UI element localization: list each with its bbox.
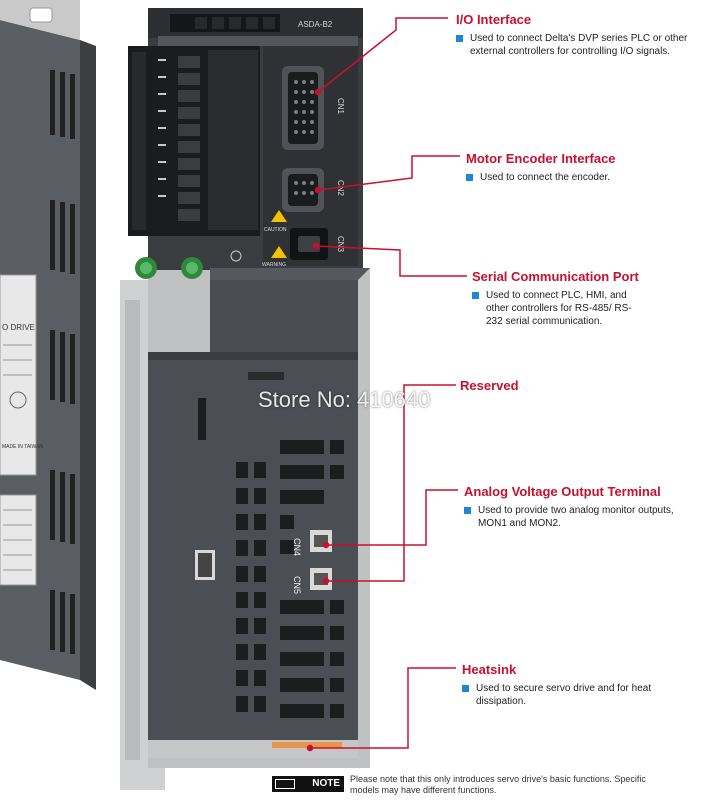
callout-io-interface: I/O Interface Used to connect Delta's DV…: [456, 12, 696, 58]
port-label-cn4: CN4: [292, 538, 302, 556]
warning-label: WARNING: [262, 262, 286, 268]
callout-title: Reserved: [460, 378, 519, 393]
bullet-square-icon: [464, 507, 471, 514]
port-label-cn2: CN2: [336, 180, 345, 197]
leader-analog-dot: [322, 541, 330, 549]
bullet-square-icon: [462, 685, 469, 692]
callout-description: Used to provide two analog monitor outpu…: [464, 504, 674, 530]
callout-description-text: Used to connect the encoder.: [480, 172, 611, 183]
leader-serial-dot: [312, 242, 320, 250]
callout-title: Motor Encoder Interface: [466, 151, 616, 166]
callout-description-text: Used to connect Delta's DVP series PLC o…: [470, 33, 688, 57]
port-label-cn5: CN5: [292, 576, 302, 594]
leader-heatsink: [310, 667, 456, 749]
leader-io: [317, 17, 448, 93]
callout-title: Heatsink: [462, 662, 517, 677]
callout-description: Used to connect the encoder.: [466, 171, 686, 184]
leader-reserved-dot: [322, 577, 330, 585]
leader-encoder: [317, 155, 460, 191]
leader-io-dot: [314, 88, 322, 96]
callout-title: I/O Interface: [456, 12, 532, 27]
note-badge-label: NOTE: [312, 778, 340, 789]
port-label-cn3: CN3: [336, 236, 345, 253]
leader-reserved: [326, 384, 456, 582]
bullet-square-icon: [466, 174, 473, 181]
callout-heatsink: Heatsink Used to secure servo drive and …: [462, 662, 652, 708]
note-badge: NOTE: [272, 776, 344, 792]
port-label-cn1: CN1: [336, 98, 345, 115]
side-made-in-text: MADE IN TAIWAN: [2, 444, 43, 450]
leader-lines: [306, 17, 467, 752]
store-watermark: Store No: 410640: [258, 387, 431, 412]
callout-description: Used to connect PLC, HMI, and other cont…: [472, 289, 647, 328]
callout-title: Serial Communication Port: [472, 269, 639, 284]
front-brand-text: ASDA-B2: [298, 20, 333, 29]
callout-description: Used to secure servo drive and for heat …: [462, 682, 652, 708]
side-drive-unit: O DRIVE MADE IN TAIWAN: [0, 0, 96, 690]
caution-label: CAUTION: [264, 227, 287, 233]
leader-heatsink-dot: [306, 744, 314, 752]
callout-title: Analog Voltage Output Terminal: [464, 484, 661, 499]
main-drive-unit: ASDA-B2: [120, 8, 370, 790]
leader-serial: [315, 245, 467, 277]
bullet-square-icon: [456, 35, 463, 42]
note-text: Please note that this only introduces se…: [350, 774, 646, 795]
callout-description: Used to connect Delta's DVP series PLC o…: [456, 32, 696, 58]
callout-description-text: Used to provide two analog monitor outpu…: [478, 505, 674, 529]
leader-encoder-dot: [314, 186, 322, 194]
note-pencil-icon: [275, 779, 295, 789]
callout-description-text: Used to secure servo drive and for heat …: [476, 683, 652, 707]
callout-reserved: Reserved: [460, 378, 610, 394]
callout-serial-communication-port: Serial Communication Port Used to connec…: [472, 269, 647, 328]
callout-description-text: Used to connect PLC, HMI, and other cont…: [486, 290, 632, 327]
side-label-text: O DRIVE: [2, 323, 35, 332]
callout-analog-voltage-output-terminal: Analog Voltage Output Terminal Used to p…: [464, 484, 674, 530]
callout-motor-encoder-interface: Motor Encoder Interface Used to connect …: [466, 151, 686, 184]
leader-analog: [326, 489, 458, 546]
bullet-square-icon: [472, 292, 479, 299]
